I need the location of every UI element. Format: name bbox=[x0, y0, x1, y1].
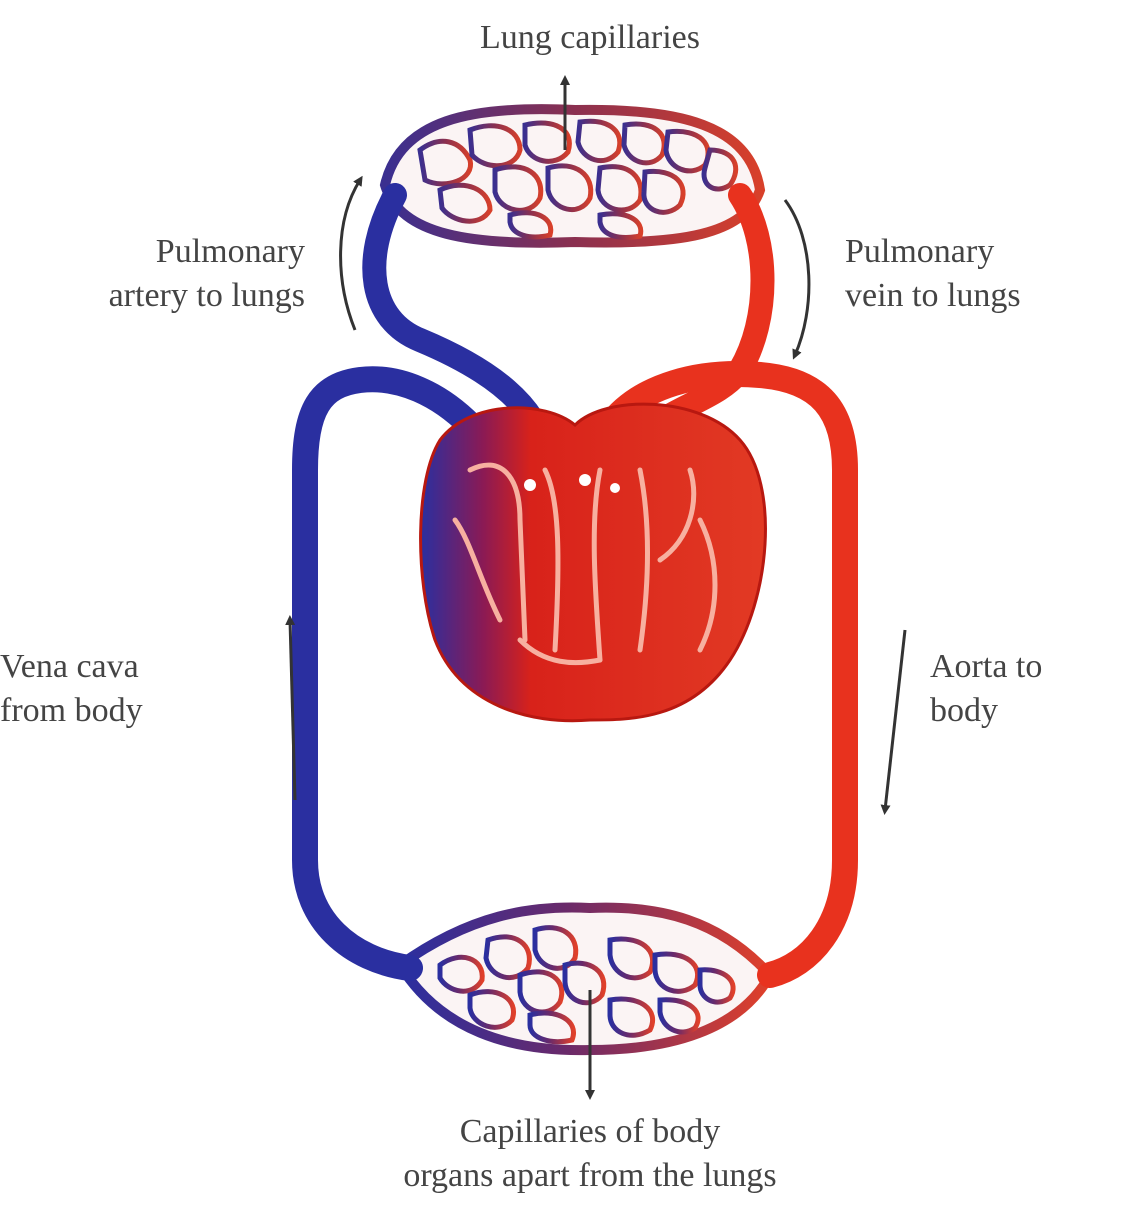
body-capillaries-line1: Capillaries of body bbox=[240, 1110, 940, 1154]
body-capillary-bed bbox=[400, 908, 770, 1051]
arrow-pulmonary-vein bbox=[785, 200, 809, 355]
aorta-line2: body bbox=[930, 689, 1120, 733]
aorta-line1: Aorta to bbox=[930, 645, 1120, 689]
aorta-label: Aorta to body bbox=[930, 645, 1120, 733]
pulmonary-artery-line2: artery to lungs bbox=[0, 274, 305, 318]
heart bbox=[421, 404, 766, 721]
body-capillaries-line2: organs apart from the lungs bbox=[240, 1154, 940, 1198]
arrow-pulmonary-artery bbox=[341, 180, 360, 330]
vena-cava-line1: Vena cava bbox=[0, 645, 245, 689]
lung-capillaries-label: Lung capillaries bbox=[330, 16, 850, 60]
pulmonary-vein-line2: vein to lungs bbox=[845, 274, 1125, 318]
body-capillaries-label: Capillaries of body organs apart from th… bbox=[240, 1110, 940, 1198]
lung-capillary-bed bbox=[385, 109, 760, 243]
pulmonary-artery-label: Pulmonary artery to lungs bbox=[0, 230, 305, 318]
vena-cava-line2: from body bbox=[0, 689, 245, 733]
lung-capillaries-text: Lung capillaries bbox=[330, 16, 850, 60]
pulmonary-vein-label: Pulmonary vein to lungs bbox=[845, 230, 1125, 318]
vena-cava-label: Vena cava from body bbox=[0, 645, 245, 733]
pulmonary-artery-line1: Pulmonary bbox=[0, 230, 305, 274]
arrow-aorta bbox=[885, 630, 905, 810]
pulmonary-vein-line1: Pulmonary bbox=[845, 230, 1125, 274]
